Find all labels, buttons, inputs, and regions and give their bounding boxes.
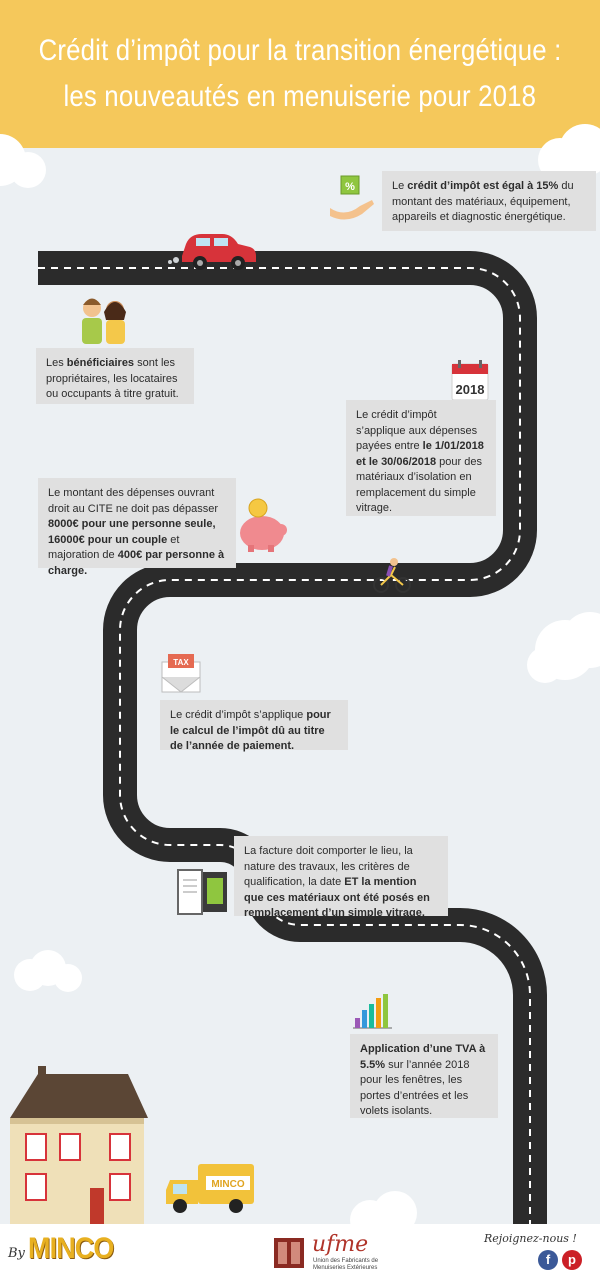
truck-icon: MINCO — [166, 1164, 254, 1213]
svg-text:TAX: TAX — [173, 658, 189, 667]
join-us-label: Rejoignez-nous ! — [484, 1232, 577, 1245]
header-banner: Crédit d’impôt pour la transition énergé… — [0, 0, 600, 148]
svg-text:%: % — [345, 181, 355, 193]
minco-logo[interactable]: MINCO — [28, 1232, 114, 1265]
bar-chart-icon — [353, 994, 392, 1029]
car-icon — [168, 234, 256, 270]
couple-icon — [82, 298, 126, 344]
invoice-icon — [177, 869, 227, 915]
info-box-beneficiaries: Les bénéficiaires sont les propriétaires… — [36, 348, 194, 404]
info-box-vat-rate: Application d’une TVA à 5.5% sur l’année… — [350, 1034, 498, 1118]
svg-text:MINCO: MINCO — [211, 1179, 245, 1190]
by-label: By — [8, 1246, 25, 1261]
road — [38, 251, 547, 1230]
percent-hand-icon: % — [330, 175, 374, 220]
pinterest-icon[interactable]: p — [562, 1250, 582, 1270]
info-box-payment-period: Le crédit d’impôt s’applique aux dépense… — [346, 400, 496, 516]
svg-text:2018: 2018 — [456, 382, 485, 397]
ufme-door-icon — [274, 1238, 304, 1268]
title-line-2: les nouveautés en menuiserie pour 2018 — [63, 80, 537, 113]
info-box-invoice-requirements: La facture doit comporter le lieu, la na… — [234, 836, 448, 919]
house-icon — [10, 1066, 148, 1228]
info-box-tax-credit-rate: Le crédit d’impôt est égal à 15% du mont… — [382, 171, 596, 231]
info-box-expense-ceiling: Le montant des dépenses ouvrant droit au… — [38, 478, 236, 577]
title-line-1: Crédit d’impôt pour la transition énergé… — [38, 34, 562, 67]
info-box-tax-calculation: Le crédit d’impôt s’applique pour le cal… — [160, 700, 348, 752]
ufme-subtitle: Union des Fabricants de Menuiseries Exté… — [313, 1258, 379, 1271]
piggy-bank-icon — [240, 498, 287, 552]
calendar-icon: 2018 — [451, 360, 489, 401]
tax-envelope-icon: TAX — [161, 654, 201, 693]
cyclist-icon — [373, 558, 411, 593]
ufme-logo[interactable]: ufme — [312, 1232, 369, 1257]
facebook-icon[interactable]: f — [538, 1250, 558, 1270]
